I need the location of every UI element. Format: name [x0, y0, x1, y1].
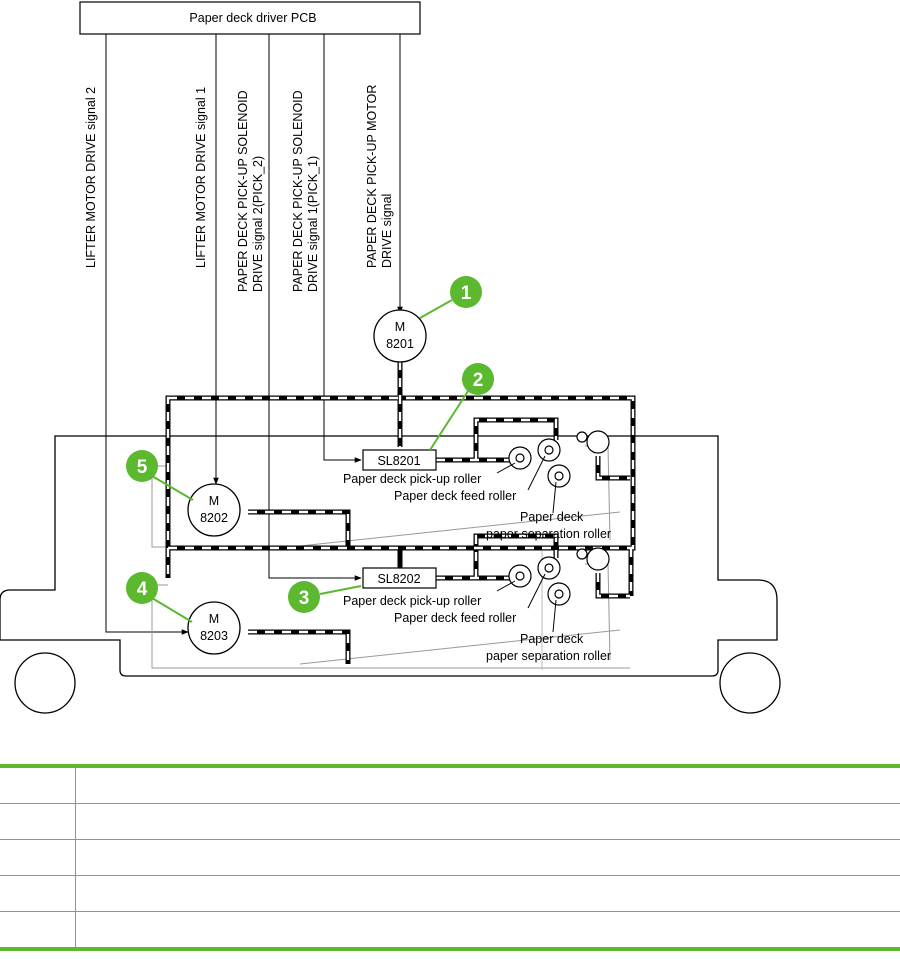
signal-lifter-motor-1: LIFTER MOTOR DRIVE signal 1: [194, 87, 208, 268]
legend-description-cell: [75, 839, 900, 876]
legend-row: [0, 911, 900, 951]
legend-row: [0, 875, 900, 912]
separation-roller-label-lower-1: Paper deck: [520, 632, 584, 646]
callout-5: 5: [126, 450, 158, 482]
separation-roller-label-upper-1: Paper deck: [520, 510, 584, 524]
svg-text:8202: 8202: [200, 511, 228, 525]
feed-roller-label-upper: Paper deck feed roller: [394, 489, 516, 503]
solenoid-sl8202: SL8202: [362, 567, 437, 589]
legend-number-cell: [0, 911, 76, 951]
svg-text:M: M: [209, 612, 219, 626]
rollers-lower: [508, 547, 610, 606]
separation-roller-label-upper-2: paper separation roller: [486, 527, 611, 541]
solenoid-sl8201: SL8201: [362, 449, 437, 471]
svg-text:PAPER DECK PICK-UP MOTOR: PAPER DECK PICK-UP MOTOR: [365, 85, 379, 268]
rollers-upper: [508, 430, 610, 488]
svg-text:DRIVE signal: DRIVE signal: [380, 194, 394, 268]
svg-text:8201: 8201: [386, 337, 414, 351]
callout-1: 1: [450, 276, 482, 308]
legend-row: [0, 764, 900, 804]
svg-text:PAPER DECK PICK-UP SOLENOID: PAPER DECK PICK-UP SOLENOID: [236, 90, 250, 292]
motor-m8201: M 8201: [373, 309, 427, 363]
svg-text:LIFTER MOTOR DRIVE signal 1: LIFTER MOTOR DRIVE signal 1: [194, 87, 208, 268]
legend-description-cell: [75, 875, 900, 912]
printer-body-outline: [0, 435, 778, 677]
caster-wheel-left: [14, 652, 76, 714]
svg-text:M: M: [209, 494, 219, 508]
svg-text:2: 2: [473, 370, 484, 391]
signal-lifter-motor-2: LIFTER MOTOR DRIVE signal 2: [84, 87, 98, 268]
legend-table-body: [0, 764, 900, 951]
callout-3: 3: [288, 581, 320, 613]
signal-pickup-motor: PAPER DECK PICK-UP MOTOR DRIVE signal: [365, 85, 394, 268]
svg-text:DRIVE signal 1(PICK_1): DRIVE signal 1(PICK_1): [306, 156, 320, 292]
legend-row: [0, 803, 900, 840]
legend-description-cell: [75, 911, 900, 951]
drive-train-frame: [165, 361, 636, 664]
svg-text:1: 1: [461, 283, 472, 304]
motor-m8202: M 8202: [187, 483, 241, 537]
svg-text:M: M: [395, 320, 405, 334]
legend-number-cell: [0, 875, 76, 912]
feed-roller-label-lower: Paper deck feed roller: [394, 611, 516, 625]
callout-leaders: [151, 299, 471, 623]
paper-deck-drive-diagram: Paper deck driver PCB LIFTER MOTOR DRIVE…: [0, 1, 781, 714]
svg-text:PAPER DECK PICK-UP SOLENOID: PAPER DECK PICK-UP SOLENOID: [291, 90, 305, 292]
svg-text:DRIVE signal 2(PICK_2): DRIVE signal 2(PICK_2): [251, 156, 265, 292]
caster-wheel-right: [719, 652, 781, 714]
signal-solenoid-1: PAPER DECK PICK-UP SOLENOID DRIVE signal…: [291, 90, 320, 292]
svg-text:4: 4: [137, 579, 148, 600]
separation-roller-label-lower-2: paper separation roller: [486, 649, 611, 663]
pickup-roller-label-lower: Paper deck pick-up roller: [343, 594, 481, 608]
legend-table: [0, 764, 900, 951]
signal-solenoid-2: PAPER DECK PICK-UP SOLENOID DRIVE signal…: [236, 90, 265, 292]
legend-number-cell: [0, 803, 76, 840]
legend-number-cell: [0, 764, 76, 804]
callout-2: 2: [462, 363, 494, 395]
svg-text:SL8202: SL8202: [377, 572, 420, 586]
callout-4: 4: [126, 572, 158, 604]
pickup-roller-label-upper: Paper deck pick-up roller: [343, 472, 481, 486]
svg-text:LIFTER MOTOR DRIVE signal 2: LIFTER MOTOR DRIVE signal 2: [84, 87, 98, 268]
motor-m8203: M 8203: [187, 601, 241, 655]
svg-text:5: 5: [137, 457, 148, 478]
pcb-label: Paper deck driver PCB: [189, 11, 316, 25]
roller-leader-lines: [496, 455, 557, 633]
legend-description-cell: [75, 764, 900, 804]
legend-number-cell: [0, 839, 76, 876]
legend-row: [0, 839, 900, 876]
svg-text:SL8201: SL8201: [377, 454, 420, 468]
svg-text:3: 3: [299, 588, 310, 609]
signal-wires: [105, 34, 403, 635]
legend-description-cell: [75, 803, 900, 840]
svg-text:8203: 8203: [200, 629, 228, 643]
pcb-box: [79, 1, 421, 35]
